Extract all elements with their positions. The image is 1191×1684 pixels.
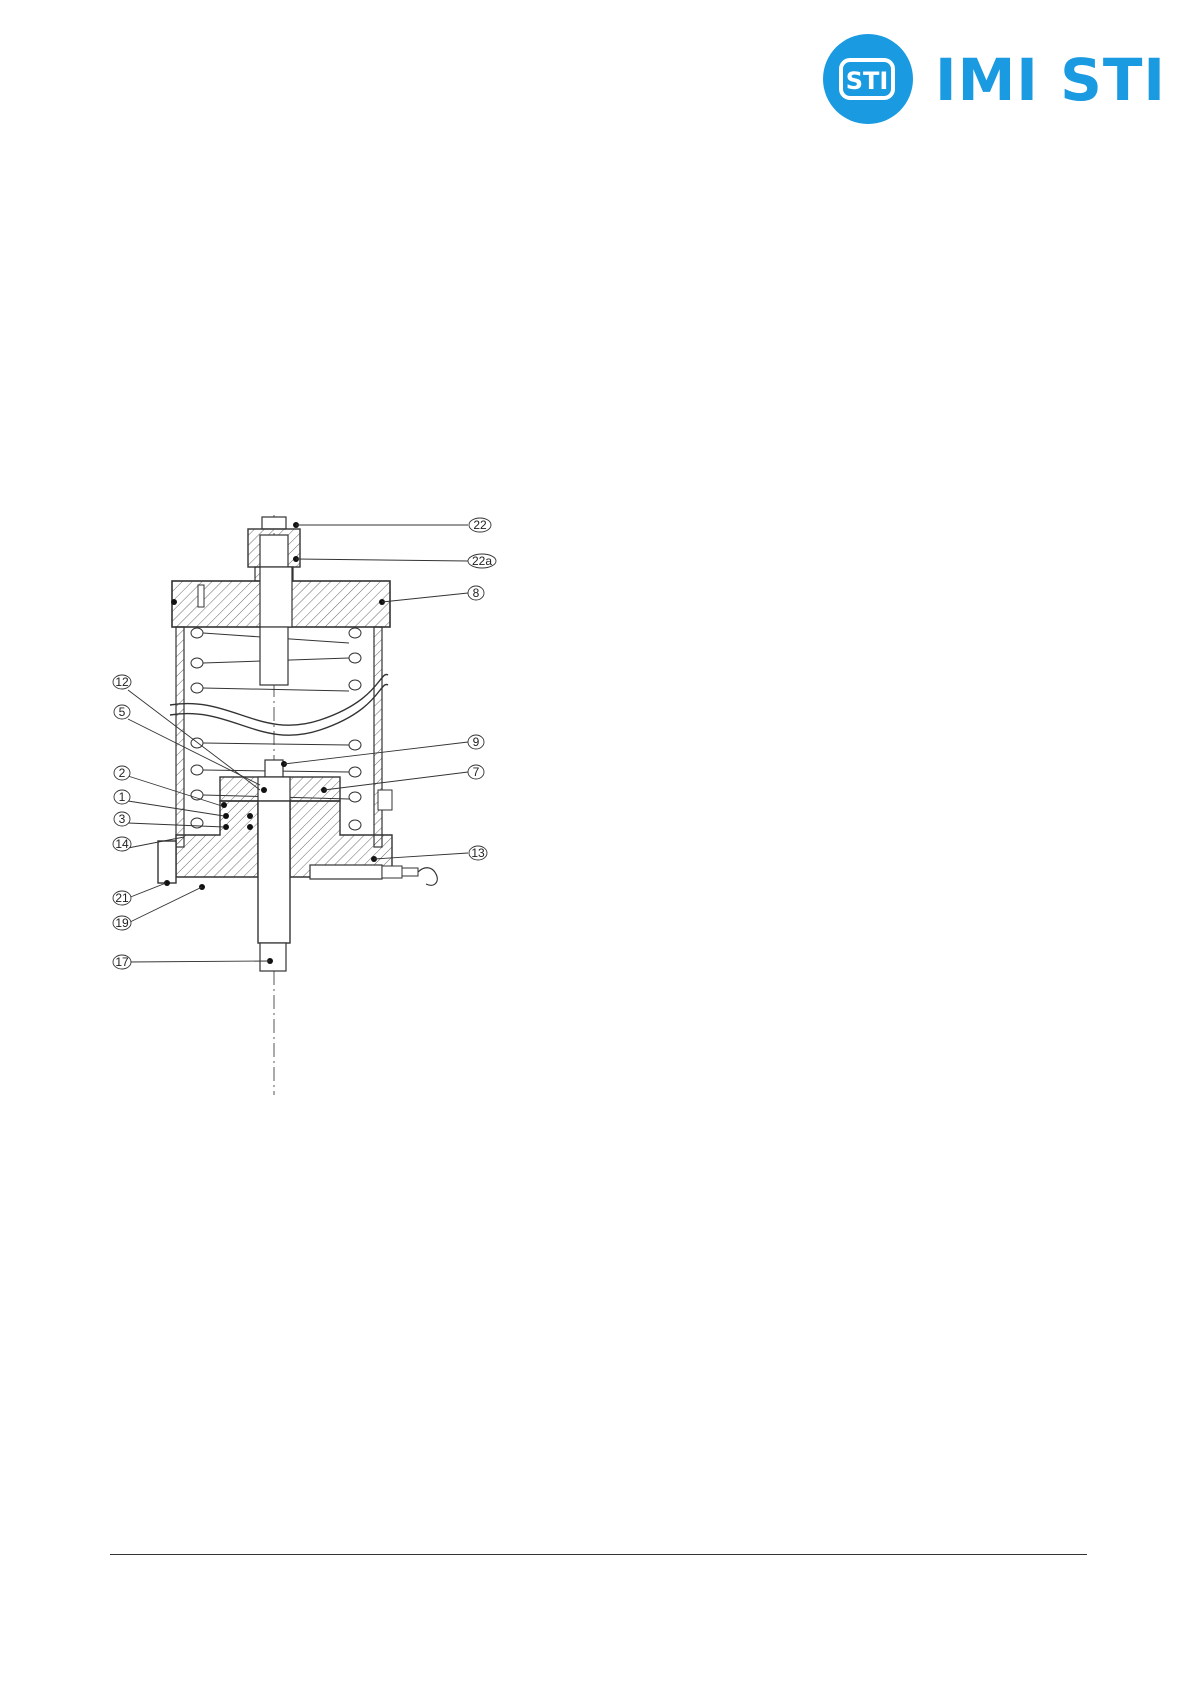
svg-text:1: 1 [119,790,126,804]
actuator-cross-section-drawing: 22 22a 8 12 5 9 7 2 1 3 14 13 [110,505,550,1095]
callout-7: 7 [468,765,484,779]
svg-text:7: 7 [473,765,480,779]
logo-wordmark: IMI STI [935,48,1166,112]
lower-body [158,790,437,971]
callout-21: 21 [113,891,131,905]
callout-9: 9 [468,735,484,749]
callout-2: 2 [114,766,130,780]
svg-text:14: 14 [115,837,129,851]
svg-text:9: 9 [473,735,480,749]
svg-text:22: 22 [473,518,487,532]
svg-text:2: 2 [119,766,126,780]
svg-text:8: 8 [473,586,480,600]
svg-text:12: 12 [115,675,129,689]
callout-22: 22 [469,518,491,532]
logo-mark-text: STI [846,67,889,95]
callout-14: 14 [113,837,131,851]
footer-link[interactable] [921,1571,1085,1587]
svg-text:21: 21 [115,891,129,905]
callout-1: 1 [114,790,130,804]
svg-text:17: 17 [115,955,129,969]
svg-text:19: 19 [115,916,129,930]
callout-5: 5 [114,705,130,719]
svg-text:5: 5 [119,705,126,719]
callout-8: 8 [468,586,484,600]
callout-12: 12 [113,675,131,689]
svg-text:3: 3 [119,812,126,826]
callout-22a: 22a [468,554,496,568]
callout-17: 17 [113,955,131,969]
callout-19: 19 [113,916,131,930]
callout-3: 3 [114,812,130,826]
callout-13: 13 [469,846,487,860]
footer-divider [110,1554,1087,1555]
top-plate [172,567,390,627]
svg-text:13: 13 [471,846,485,860]
svg-text:22a: 22a [472,554,492,568]
